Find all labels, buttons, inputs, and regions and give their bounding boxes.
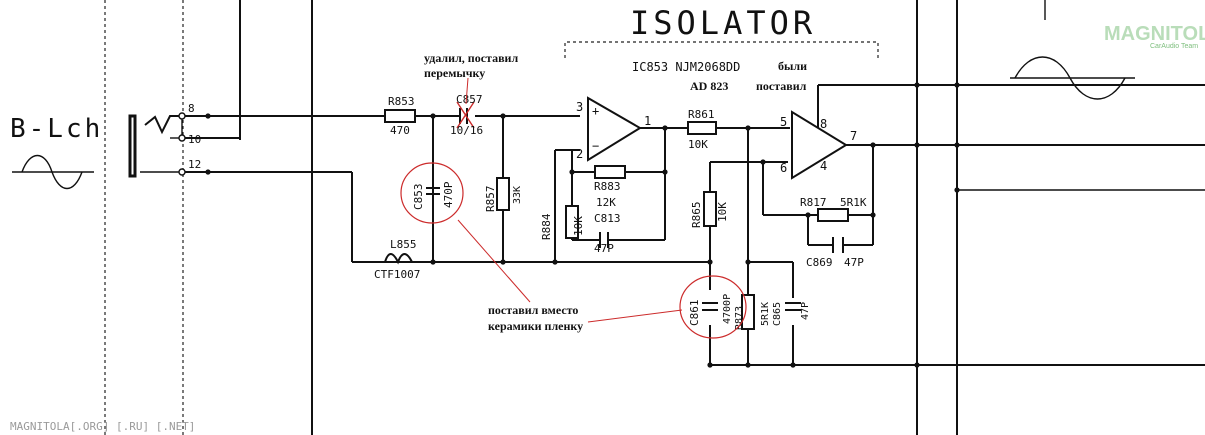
label-r883-ref: R883	[594, 180, 621, 193]
resistor-r817	[817, 208, 849, 222]
annotation-pointer-jumper	[465, 77, 469, 105]
label-r865-ref: R865	[690, 202, 703, 229]
annotation-film-line2: керамики пленку	[488, 319, 583, 333]
block-title: ISOLATOR	[630, 4, 816, 42]
opamp2-pin-8: 8	[820, 117, 827, 131]
annotation-removed-jumper-line1: удалил, поставил	[424, 51, 518, 65]
label-c861-value: 4700P	[722, 294, 733, 324]
capacitor-c865	[785, 302, 801, 311]
ic-dashed-bracket	[564, 41, 879, 58]
resistor-r884	[565, 205, 579, 239]
annotation-installed: поставил	[756, 79, 807, 93]
capacitor-c853	[426, 187, 440, 195]
label-r853-ref: R853	[388, 95, 415, 108]
label-c853-ref: C853	[412, 184, 425, 211]
label-l855-ref: L855	[390, 238, 417, 251]
ic-part-label: IC853 NJM2068DD	[632, 60, 740, 74]
label-c857-value: 10/16	[450, 124, 483, 137]
resistor-r883	[594, 165, 626, 179]
label-r853-value: 470	[390, 124, 410, 137]
resistor-r873	[741, 294, 755, 330]
label-r883-value: 12K	[596, 196, 616, 209]
opamp2-pin-6: 6	[780, 161, 787, 175]
label-r873-ref: R873	[734, 306, 745, 330]
annotation-pointer-c853	[457, 219, 531, 303]
label-c857-ref: C857	[456, 93, 483, 106]
watermark-brand-sub: CarAudio Team	[1150, 43, 1198, 50]
label-c861-ref: C861	[688, 300, 701, 327]
jack-pin-10: 10	[188, 133, 201, 146]
opamp-1	[587, 96, 642, 162]
label-c853-value: 470P	[442, 181, 455, 208]
label-r884-ref: R884	[540, 213, 553, 240]
capacitor-c813	[599, 232, 609, 248]
opamp1-minus: −	[592, 139, 599, 153]
opamp2-pin-5: 5	[780, 115, 787, 129]
opamp1-pin-1: 1	[644, 114, 651, 128]
label-c869-value: 47P	[844, 256, 864, 269]
label-c813-value: 47P	[594, 242, 614, 255]
opamp2-pin-4: 4	[820, 159, 827, 173]
watermark-brand: MAGNITOLA	[1104, 23, 1205, 45]
annotation-was: были	[778, 59, 807, 73]
annotation-circle-c853	[400, 162, 464, 224]
annotation-pointer-c861	[587, 309, 683, 323]
output-waveform-icon	[1010, 56, 1135, 100]
resistor-r861	[687, 121, 717, 135]
capacitor-c861	[702, 302, 718, 311]
label-r873-value: 5R1K	[760, 302, 771, 326]
opamp2-pin-7: 7	[850, 129, 857, 143]
opamp1-pin-2: 2	[576, 147, 583, 161]
capacitor-c869	[832, 237, 844, 253]
resistor-r853	[384, 109, 416, 123]
annotation-film-line1: поставил вместо	[488, 303, 578, 317]
watermark-footer: MAGNITOLA[.ORG] [.RU] [.NET]	[10, 420, 195, 433]
sheet-borders	[104, 0, 1205, 435]
resistor-r857	[496, 177, 510, 211]
label-r861-value: 10K	[688, 138, 708, 151]
input-jack	[128, 112, 186, 178]
label-r865-value: 10K	[716, 202, 729, 222]
inductor-l855	[384, 253, 413, 265]
label-r884-value: 10K	[572, 216, 585, 236]
jack-pin-12: 12	[188, 158, 201, 171]
label-c865-ref: C865	[772, 302, 783, 326]
jack-pin-8: 8	[188, 102, 195, 115]
label-r857-ref: R857	[484, 186, 497, 213]
opamp1-plus: +	[592, 104, 599, 118]
label-l855-value: CTF1007	[374, 268, 420, 281]
capacitor-c857	[456, 101, 475, 129]
opamp-2	[791, 110, 848, 180]
resistor-r865	[703, 191, 717, 227]
junctions	[205, 82, 960, 368]
label-r857-value: 33K	[512, 186, 523, 204]
opamp1-pin-3: 3	[576, 100, 583, 114]
label-c869-ref: C869	[806, 256, 833, 269]
label-c813-ref: C813	[594, 212, 621, 225]
label-r817-ref: R817	[800, 196, 827, 209]
annotation-removed-jumper-line2: перемычку	[424, 66, 485, 80]
label-c865-value: 47P	[800, 302, 811, 320]
annotation-new-opamp: AD 823	[690, 79, 728, 93]
label-r861-ref: R861	[688, 108, 715, 121]
annotation-circle-c861	[679, 275, 747, 339]
channel-label: B-Lch	[10, 114, 103, 144]
label-r817-value: 5R1K	[840, 196, 867, 209]
input-waveform-icon	[12, 154, 94, 190]
